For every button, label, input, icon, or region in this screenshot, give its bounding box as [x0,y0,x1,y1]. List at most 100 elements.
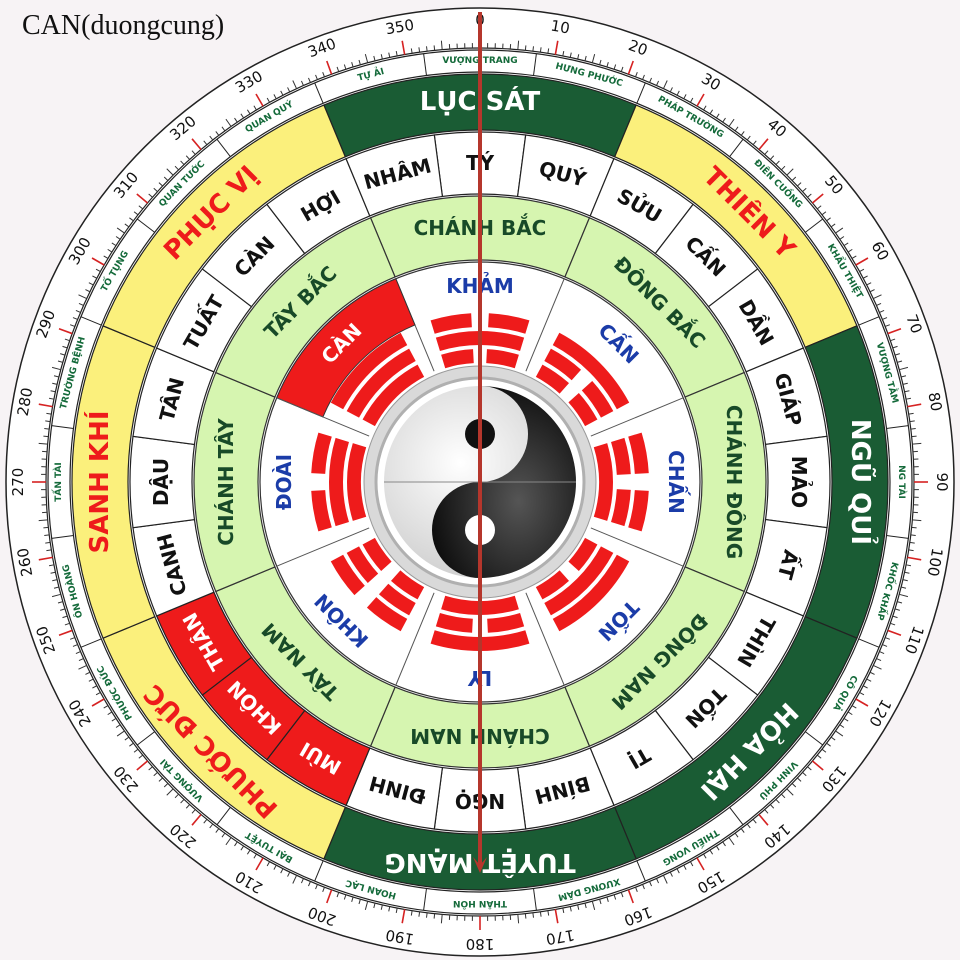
degree-tick [364,53,369,63]
degree-tick [890,622,896,626]
direction-label: CHÁNH ĐÔNG [722,405,746,559]
degree-tick [873,294,882,300]
degree-tick [904,571,910,574]
trigram-bar [362,364,425,427]
degree-tick [69,637,76,640]
degree-tick [839,236,845,240]
degree-tick [48,397,55,400]
degree-tick [191,809,196,814]
degree-tick [728,837,735,846]
degree-tick [138,754,144,759]
degree-tick [64,622,70,626]
degree-label: 180 [466,935,495,953]
degree-tick [802,187,807,192]
degree-tick [847,248,853,253]
degree-tick [440,914,443,924]
trigram-divider [525,592,565,686]
degree-tick [642,74,645,80]
degree-tick [909,420,915,423]
degree-tick [38,442,48,445]
degree-tick [900,586,907,589]
degree-tick [351,62,354,68]
trigram-label: CHẤN [664,450,690,514]
mountain-label: DẬU [149,458,173,506]
degree-tick [851,705,857,709]
degree-tick [912,442,922,445]
degree-tick [866,282,872,286]
degree-tick [234,117,238,123]
star-label: NG TÀI [896,465,908,499]
degree-tick [539,911,542,917]
degree-tick [43,435,49,438]
degree-tick [234,841,238,847]
degree-tick [138,205,144,210]
degree-tick [879,651,885,654]
degree-tick [669,871,673,877]
degree-tick [830,223,836,228]
degree-tick [38,556,53,561]
degree-tick [904,390,910,393]
degree-tick [758,138,769,151]
compass-needle [473,12,487,873]
trigram-bar [593,443,613,521]
degree-tick [440,40,443,50]
degree-tick [46,549,52,552]
degree-tick [613,894,617,900]
degree-tick [649,881,652,887]
trigram-divider [276,527,370,567]
degree-tick [287,871,291,877]
degree-tick [75,310,81,313]
degree-tick [52,382,58,385]
degree-tick [620,66,624,72]
degree-tick [395,50,398,57]
degree-tick [599,59,602,65]
degree-tick [775,160,780,165]
degree-tick [907,403,922,408]
degree-tick [209,823,214,829]
degree-tick [315,884,318,890]
degree-tick [60,353,66,356]
degree-tick [910,534,916,536]
degree-tick [69,324,76,327]
degree-tick [866,678,872,682]
degree-tick [862,685,868,689]
degree-tick [884,637,891,640]
degree-tick [78,658,84,662]
degree-tick [255,857,264,871]
trigram-bar [552,332,630,410]
degree-tick [111,242,117,247]
degree-tick [912,519,922,522]
degree-tick [78,294,87,300]
degree-tick [124,736,130,741]
star-divider [51,425,74,429]
degree-tick [869,289,875,293]
degree-tick [326,60,333,75]
trigram-bar [362,537,392,571]
degree-tick [358,59,361,65]
degree-tick [517,914,520,924]
degree-tick [426,46,428,52]
degree-tick [343,894,347,900]
trigram-bar [435,613,473,633]
degree-tick [554,40,559,55]
trigram-bar [581,380,614,418]
degree-tick [364,901,369,911]
degree-tick [225,837,232,846]
trigram-bar [487,613,525,633]
degree-tick [908,549,914,552]
degree-tick [280,90,284,96]
degree-tick [584,55,587,62]
degree-tick [907,556,922,561]
degree-tick [899,366,909,371]
degree-tick [911,526,917,529]
degree-tick [656,878,660,884]
page-title: CAN(duongcung) [22,10,225,41]
degree-tick [869,671,875,675]
degree-tick [336,66,340,72]
degree-tick [662,80,668,89]
degree-tick [203,818,208,824]
degree-tick [273,94,277,100]
degree-tick [136,193,149,204]
degree-tick [802,772,807,777]
